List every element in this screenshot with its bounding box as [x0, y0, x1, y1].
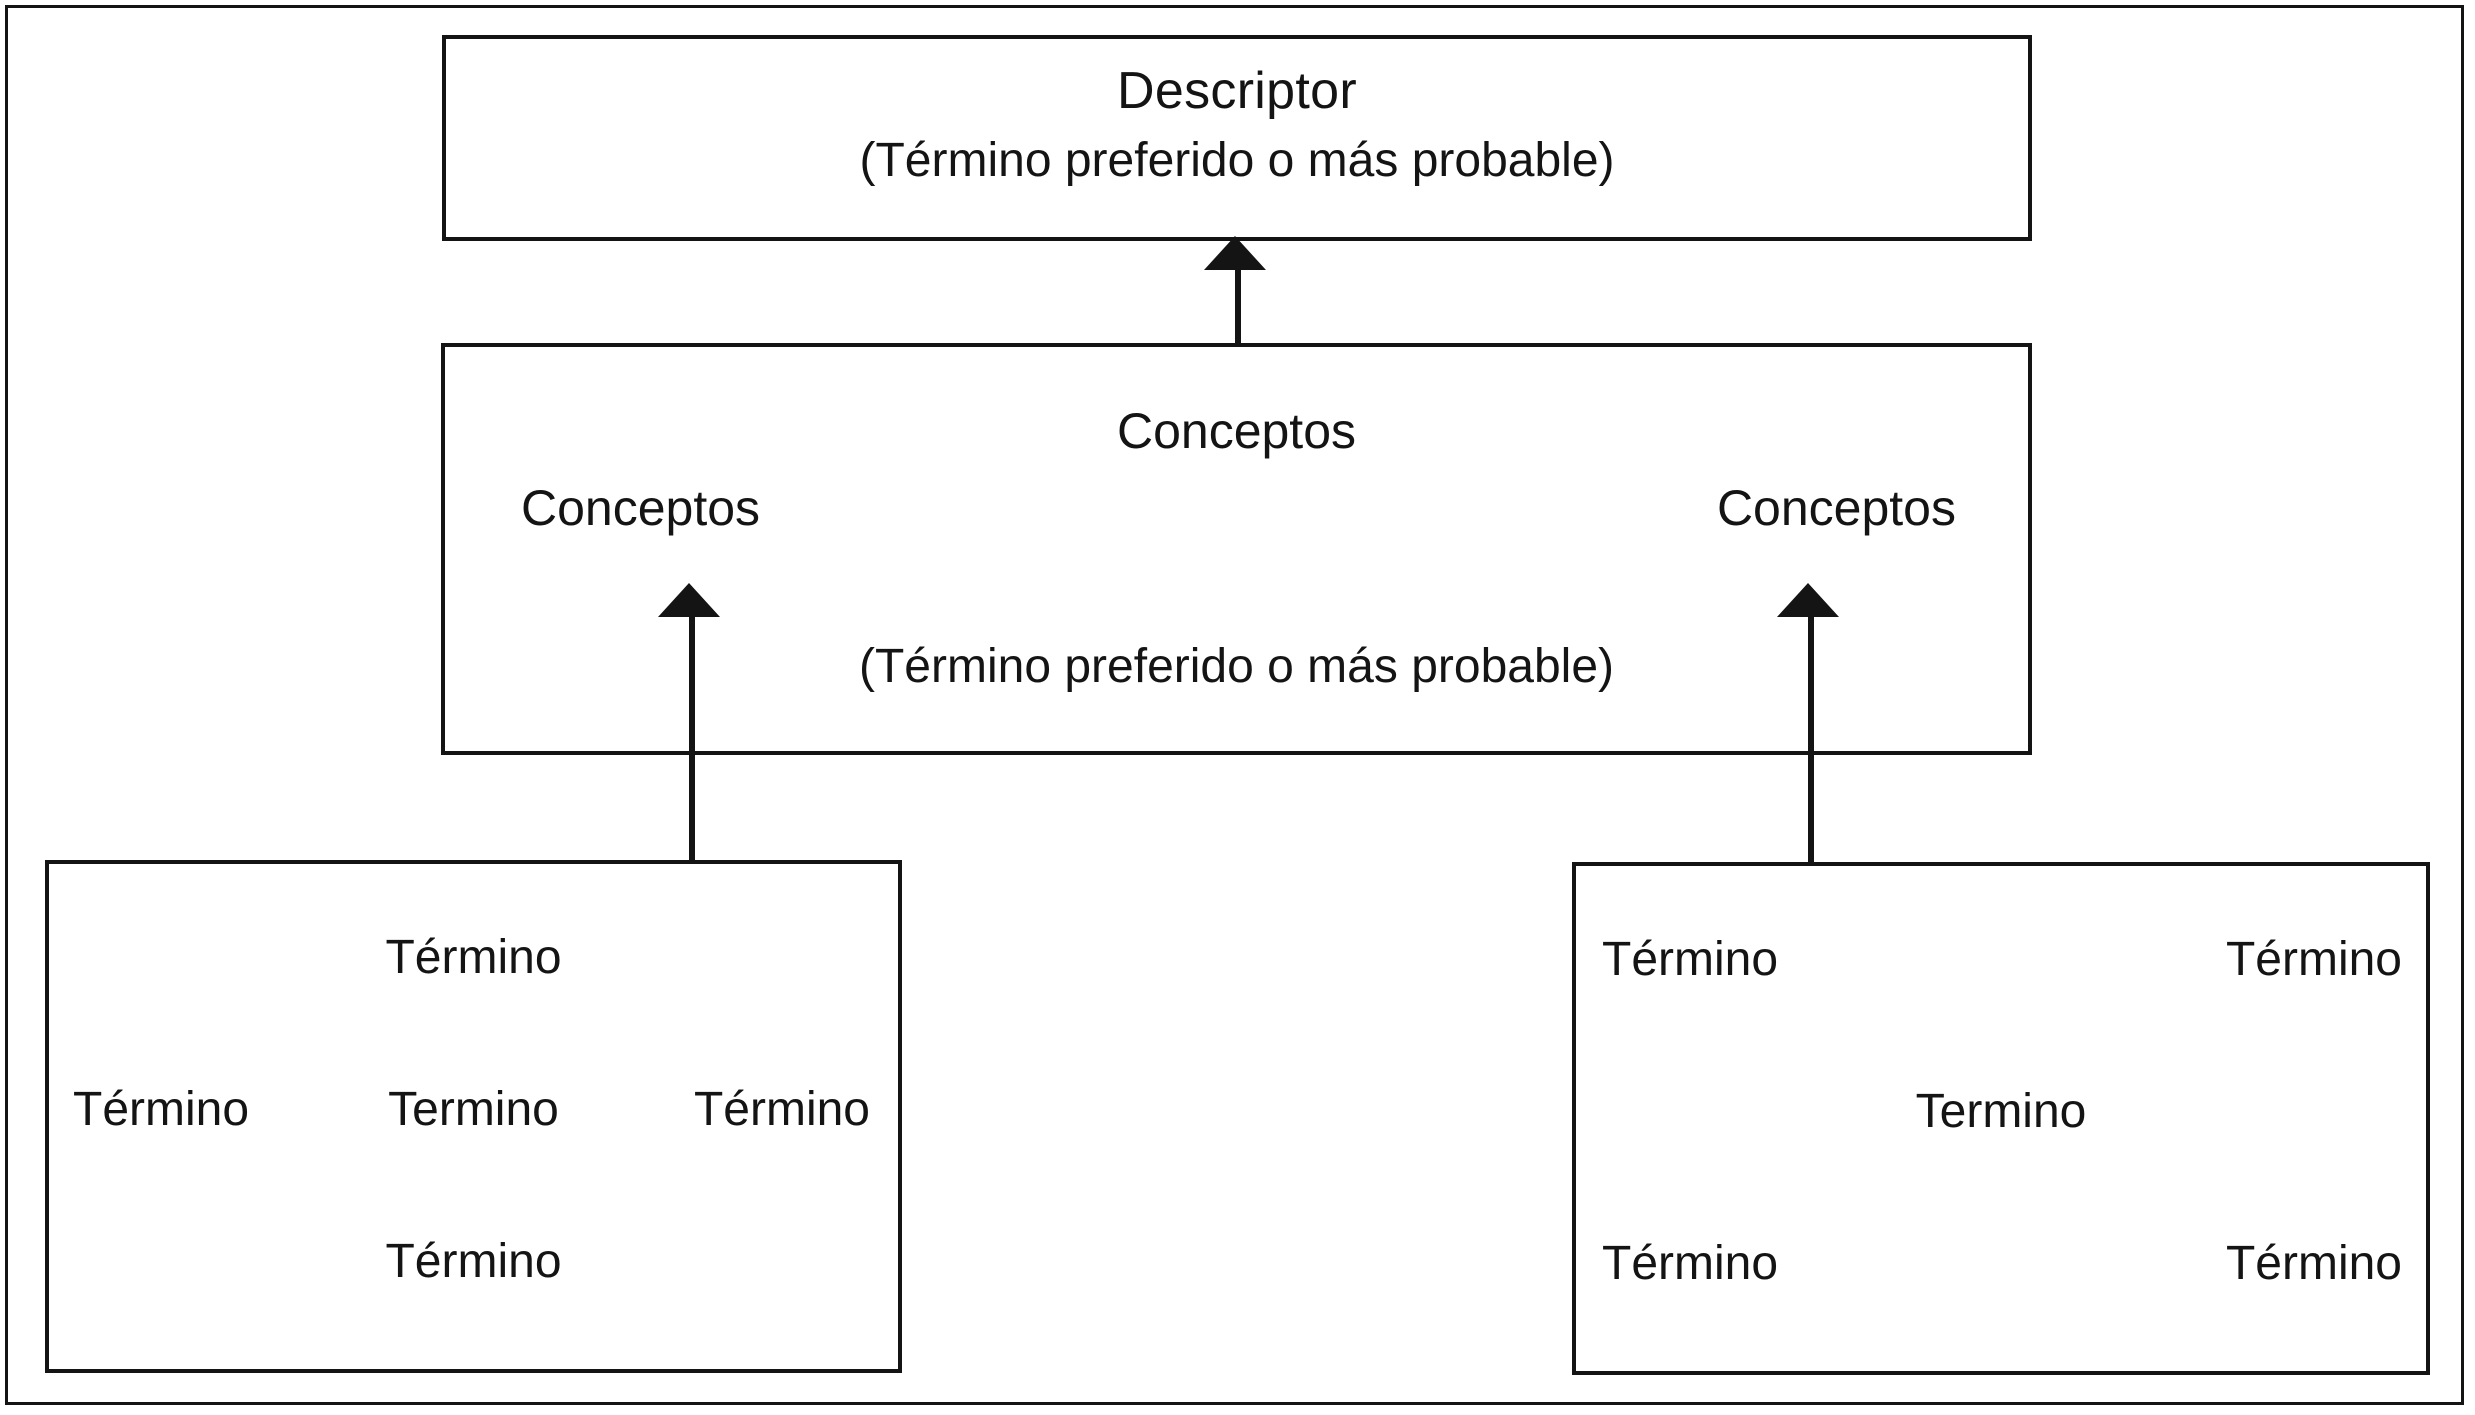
conceptos-node-box: Conceptos Conceptos Conceptos (Término p… [441, 343, 2032, 755]
arrow-conceptos-to-descriptor-head-icon [1204, 236, 1266, 270]
term-left-box-bottom: Término [385, 1235, 562, 1288]
term-left-box-top: Término [385, 931, 562, 984]
conceptos-title: Conceptos [1116, 403, 1357, 459]
term-left-box-left: Término [73, 1083, 250, 1136]
term-right-box-top-left: Término [1602, 933, 1779, 986]
terms-right-node-box: Término Término Termino Término Término [1572, 862, 2430, 1375]
arrow-conceptos-to-descriptor-shaft [1235, 262, 1241, 346]
descriptor-title: Descriptor [1117, 62, 1357, 120]
arrow-left-terms-to-conceptos-shaft [689, 610, 695, 866]
conceptos-left-label: Conceptos [521, 480, 761, 536]
arrow-right-terms-to-conceptos-shaft [1808, 610, 1814, 866]
term-right-box-bottom-right: Término [2225, 1237, 2402, 1290]
term-right-box-top-right: Término [2225, 933, 2402, 986]
term-right-box-center: Termino [1915, 1085, 2087, 1138]
term-left-box-right: Término [693, 1083, 870, 1136]
conceptos-right-label: Conceptos [1716, 480, 1956, 536]
descriptor-node-box: Descriptor (Término preferido o más prob… [442, 35, 2032, 241]
outer-frame-border [5, 5, 2464, 1405]
terms-left-node-box: Término Término Termino Término Término [45, 860, 902, 1373]
descriptor-subtitle: (Término preferido o más probable) [859, 134, 1615, 187]
term-right-box-bottom-left: Término [1602, 1237, 1779, 1290]
arrow-right-terms-to-conceptos-head-icon [1777, 583, 1839, 617]
arrow-left-terms-to-conceptos-head-icon [658, 583, 720, 617]
conceptos-subtitle: (Término preferido o más probable) [859, 640, 1614, 693]
term-left-box-center: Termino [388, 1083, 559, 1136]
